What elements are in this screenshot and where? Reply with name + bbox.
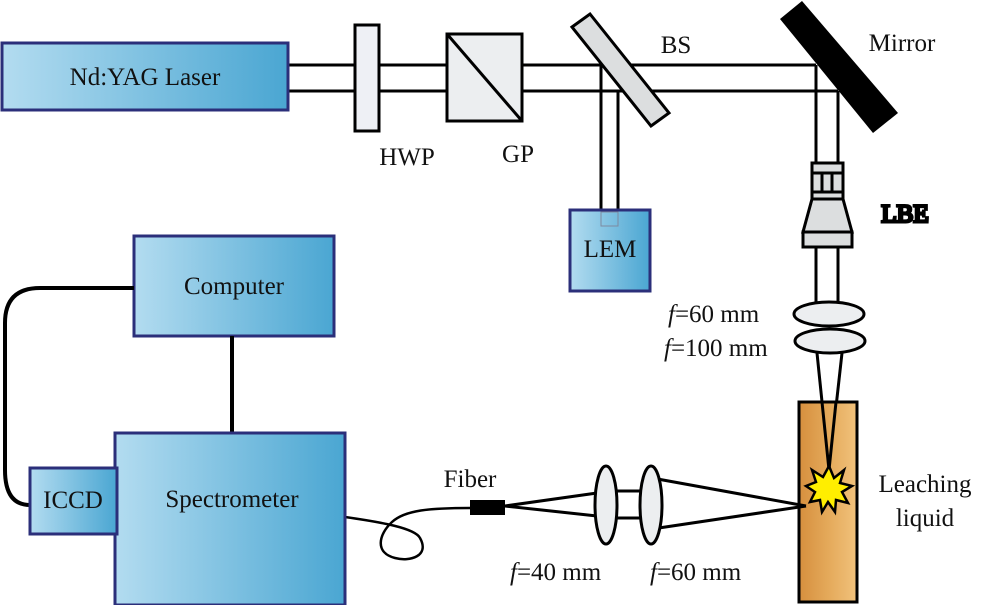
plasma-spark-icon (803, 463, 856, 516)
beam-expander: LBE (801, 161, 930, 249)
collect-lens-1-label: f=40 mm (510, 559, 602, 586)
mirror: Mirror (780, 1, 936, 133)
iccd-label: ICCD (43, 487, 103, 514)
half-wave-plate: HWP (353, 23, 435, 171)
beam-to-lem (599, 65, 620, 210)
bs-label: BS (661, 32, 692, 59)
laser-label: Nd:YAG Laser (70, 64, 221, 91)
focused-beam-inside (820, 401, 838, 471)
spectrometer-box: Spectrometer (113, 431, 347, 605)
sample-label-line1: Leaching (878, 471, 972, 498)
focus-lens-1-label: f=60 mm (668, 301, 760, 328)
laser-beam-vertical (814, 65, 840, 303)
focus-lens-2-label: f=100 mm (664, 335, 768, 362)
iccd-box: ICCD (28, 466, 119, 536)
fiber-connector (470, 500, 505, 515)
computer-box: Computer (132, 234, 336, 338)
hwp-label: HWP (379, 144, 435, 171)
computer-label: Computer (184, 273, 285, 300)
glan-prism: GP (445, 32, 534, 168)
mirror-label: Mirror (869, 30, 936, 57)
data-cables (2, 286, 234, 507)
laser-energy-meter: LEM (568, 208, 652, 293)
spectrometer-label: Spectrometer (165, 486, 299, 513)
sample-label-line2: liquid (896, 505, 955, 532)
lem-label: LEM (584, 236, 637, 263)
collection-beam (504, 476, 807, 531)
collection-lenses (593, 464, 664, 546)
optical-fiber: Fiber (344, 466, 505, 561)
focusing-lenses (792, 300, 867, 355)
gp-label: GP (502, 141, 534, 168)
fiber-label: Fiber (444, 466, 497, 493)
lbe-label: LBE (881, 201, 928, 228)
collect-lens-2-label: f=60 mm (650, 559, 742, 586)
beam-splitter: BS (569, 11, 692, 129)
laser-box: Nd:YAG Laser (0, 41, 290, 112)
